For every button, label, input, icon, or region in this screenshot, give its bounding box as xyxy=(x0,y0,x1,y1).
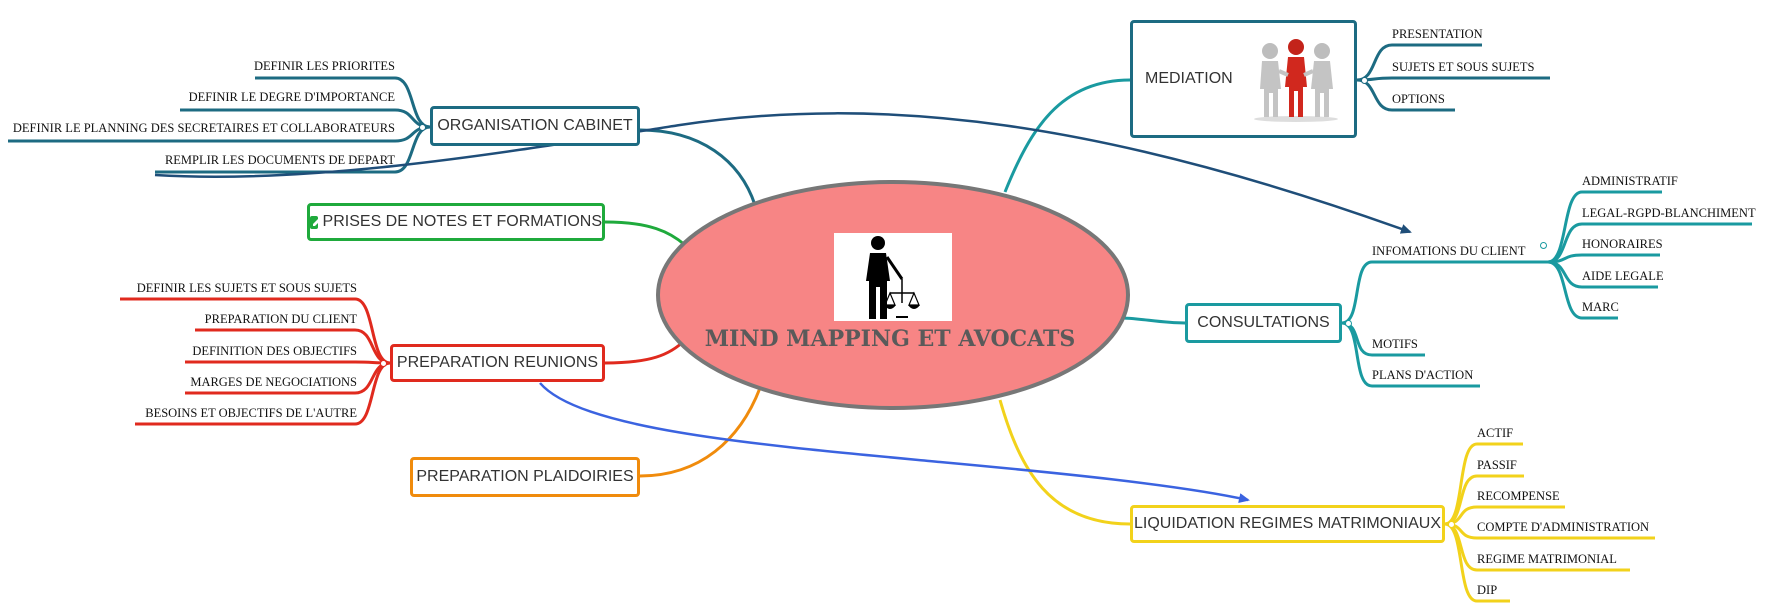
edge-consultations xyxy=(1119,316,1186,325)
subtopic-client-3[interactable]: HONORAIRES xyxy=(1582,237,1663,251)
edge-mediation xyxy=(1003,78,1131,193)
subtopic-organisation-1[interactable]: DEFINIR LES PRIORITES xyxy=(254,59,395,73)
topic-preparation-reunions[interactable]: PREPARATION REUNIONS xyxy=(390,344,605,382)
topic-consultations[interactable]: CONSULTATIONS xyxy=(1185,303,1342,343)
topic-label: ORGANISATION CABINET xyxy=(437,117,633,134)
topic-prises-de-notes[interactable]: PRISES DE NOTES ET FORMATIONS xyxy=(307,203,605,241)
subtopic-reunions-3[interactable]: DEFINITION DES OBJECTIFS xyxy=(192,344,357,358)
topic-label: PREPARATION REUNIONS xyxy=(396,354,599,371)
collapse-toggle-mediation[interactable] xyxy=(1361,77,1368,84)
subtopic-mediation-1[interactable]: PRESENTATION xyxy=(1392,27,1483,41)
collapse-toggle-liquidation[interactable] xyxy=(1448,521,1455,528)
subtopic-liquidation-4[interactable]: COMPTE D'ADMINISTRATION xyxy=(1477,520,1650,534)
subtopic-mediation-2[interactable]: SUJETS ET SOUS SUJETS xyxy=(1392,60,1535,74)
subtopic-reunions-4[interactable]: MARGES DE NEGOCIATIONS xyxy=(190,375,357,389)
subtopic-organisation-4[interactable]: REMPLIR LES DOCUMENTS DE DEPART xyxy=(164,153,395,167)
subtopic-reunions-5[interactable]: BESOINS ET OBJECTIFS DE L'AUTRE xyxy=(145,406,357,420)
subtopic-mediation-3[interactable]: OPTIONS xyxy=(1392,92,1445,106)
relation-arrow-organisation-to-client xyxy=(154,112,1412,234)
subtopic-client-2[interactable]: LEGAL-RGPD-BLANCHIMENT xyxy=(1582,206,1756,220)
edge-liquidation xyxy=(998,399,1131,526)
subtopic-organisation-2[interactable]: DEFINIR LE DEGRE D'IMPORTANCE xyxy=(188,90,395,104)
collapse-toggle-consultations[interactable] xyxy=(1345,320,1352,327)
lawyer-with-scales-icon xyxy=(834,233,952,321)
subtopic-liquidation-3[interactable]: RECOMPENSE xyxy=(1477,489,1560,503)
topic-organisation-cabinet[interactable]: ORGANISATION CABINET xyxy=(430,106,640,146)
subtopic-client-4[interactable]: AIDE LEGALE xyxy=(1582,269,1664,283)
topic-preparation-plaidoiries[interactable]: PREPARATION PLAIDOIRIES xyxy=(410,457,640,497)
central-topic-title[interactable]: MIND MAPPING ET AVOCATS xyxy=(704,326,1076,352)
subtopic-consultations-3[interactable]: PLANS D'ACTION xyxy=(1372,368,1474,382)
topic-label: CONSULTATIONS xyxy=(1197,314,1330,331)
subtopic-consultations-1[interactable]: INFOMATIONS DU CLIENT xyxy=(1372,244,1526,258)
edge-organisation xyxy=(639,128,757,206)
edit-note-icon xyxy=(310,215,320,229)
collapse-toggle-client[interactable] xyxy=(1540,242,1547,249)
subtopic-reunions-2[interactable]: PREPARATION DU CLIENT xyxy=(204,312,357,326)
subtopic-liquidation-1[interactable]: ACTIF xyxy=(1477,426,1514,440)
topic-label: PREPARATION PLAIDOIRIES xyxy=(416,468,634,485)
subtopic-liquidation-2[interactable]: PASSIF xyxy=(1477,458,1517,472)
topic-label: LIQUIDATION REGIMES MATRIMONIAUX xyxy=(1134,515,1441,532)
people-handshake-icon xyxy=(1248,37,1344,123)
edge-notes xyxy=(604,220,686,247)
topic-mediation[interactable]: MEDIATION xyxy=(1130,20,1357,138)
subtopic-reunions-1[interactable]: DEFINIR LES SUJETS ET SOUS SUJETS xyxy=(136,281,357,295)
topic-label: MEDIATION xyxy=(1145,70,1233,87)
subtopic-organisation-3[interactable]: DEFINIR LE PLANNING DES SECRETAIRES ET C… xyxy=(12,121,395,135)
subtopic-client-5[interactable]: MARC xyxy=(1582,300,1619,314)
subtopic-client-1[interactable]: ADMINISTRATIF xyxy=(1582,174,1678,188)
collapse-toggle-reunions[interactable] xyxy=(380,360,387,367)
subtopic-consultations-2[interactable]: MOTIFS xyxy=(1372,337,1418,351)
topic-liquidation-regimes[interactable]: LIQUIDATION REGIMES MATRIMONIAUX xyxy=(1130,505,1445,543)
collapse-toggle-organisation[interactable] xyxy=(419,124,426,131)
topic-label: PRISES DE NOTES ET FORMATIONS xyxy=(322,213,602,230)
subtopic-liquidation-6[interactable]: DIP xyxy=(1477,583,1498,597)
subtopic-liquidation-5[interactable]: REGIME MATRIMONIAL xyxy=(1477,552,1617,566)
edge-plaidoiries xyxy=(639,387,762,478)
relation-arrow-reunions-to-liquidation xyxy=(539,382,1250,503)
